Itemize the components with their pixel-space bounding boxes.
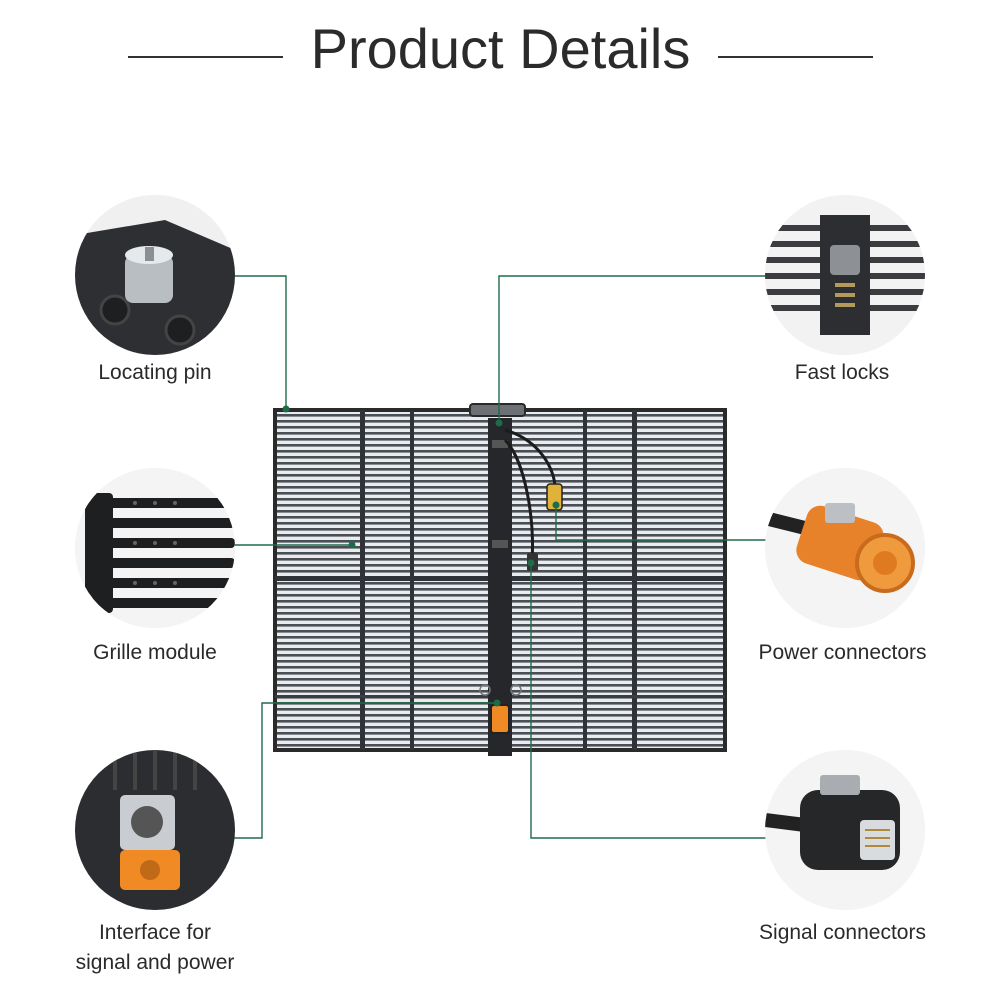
label-grille-module: Grille module (93, 641, 217, 664)
label-interface-line1: Interface for (98, 921, 212, 944)
page-title: Product Details (310, 17, 691, 80)
label-locating-pin: Locating pin (98, 361, 212, 384)
label-interface-line2: signal and power (75, 951, 235, 974)
callout-locating-pin (75, 195, 235, 355)
leader-power-connectors (555, 505, 768, 541)
grille-module-icon (75, 468, 235, 628)
callout-signal-connectors (765, 750, 925, 910)
label-interface: Interface for signal and power (45, 918, 265, 978)
callout-interface (75, 750, 235, 910)
callout-grille-module (75, 468, 235, 628)
title-rule-left (128, 56, 283, 58)
signal-connector-icon (765, 750, 925, 910)
power-connector-icon (765, 468, 925, 628)
callout-power-connectors (765, 468, 925, 628)
label-signal-connectors: Signal connectors (759, 921, 926, 944)
fast-lock-icon (765, 195, 925, 355)
label-power-connectors: Power connectors (758, 641, 927, 664)
leader-locating-pin (232, 275, 287, 409)
callout-fast-locks (765, 195, 925, 355)
leader-interface (232, 702, 497, 839)
interface-icon (75, 750, 235, 910)
title-rule-right (718, 56, 873, 58)
header: Product Details (0, 10, 1000, 82)
leader-signal-connectors (530, 563, 768, 839)
label-fast-locks: Fast locks (794, 361, 890, 384)
locating-pin-icon (75, 195, 235, 355)
leader-fast-locks (498, 275, 768, 423)
